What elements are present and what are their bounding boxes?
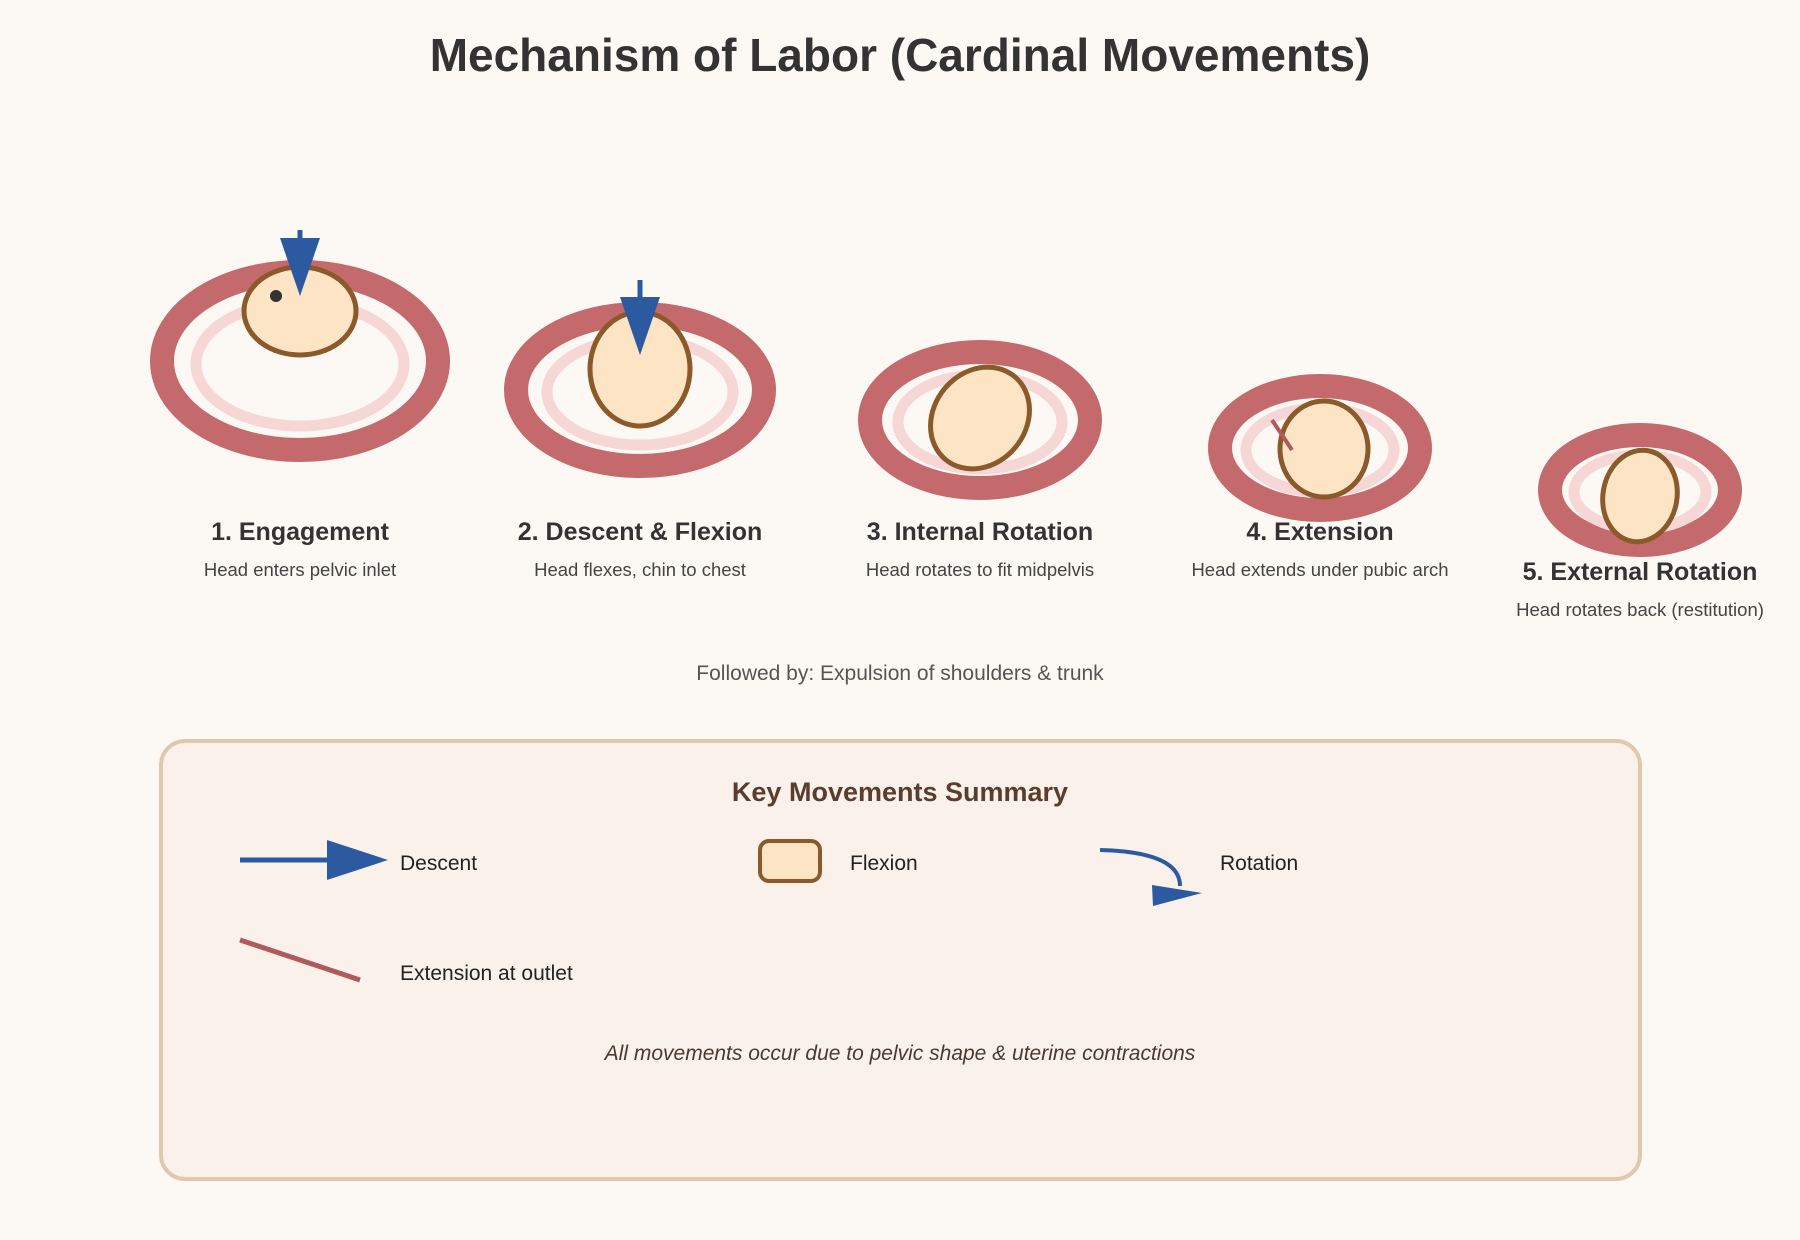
curved-arrow-icon	[1099, 848, 1202, 906]
fetal-head	[1600, 447, 1680, 545]
stage-description: Head enters pelvic inlet	[204, 559, 396, 580]
legend-label: Descent	[400, 852, 477, 875]
legend-label: Flexion	[850, 852, 918, 875]
legend-label: Extension at outlet	[400, 962, 573, 985]
summary-footnote: All movements occur due to pelvic shape …	[603, 1042, 1196, 1065]
legend-item-flexion: Flexion	[758, 839, 918, 883]
extension-line-icon	[1270, 418, 1294, 452]
stage-internal-rotation: 3. Internal Rotation Head rotates to fit…	[858, 340, 1102, 580]
pelvis-outer-ring	[858, 340, 1102, 500]
stage-label: 2. Descent & Flexion	[518, 518, 763, 546]
diagonal-line-icon	[239, 937, 361, 983]
fetal-head	[928, 364, 1032, 472]
rounded-square-icon	[758, 839, 822, 883]
stage-description: Head rotates to fit midpelvis	[866, 559, 1094, 580]
descent-arrow-icon	[620, 280, 660, 355]
stage-description: Head flexes, chin to chest	[534, 559, 746, 580]
stage-extension: 4. Extension Head extends under pubic ar…	[1191, 374, 1449, 580]
descent-arrow-icon	[280, 230, 320, 296]
stage-label: 5. External Rotation	[1523, 558, 1758, 586]
stage-engagement: 1. Engagement Head enters pelvic inlet	[150, 230, 450, 580]
legend-item-rotation: Rotation	[1099, 848, 1298, 906]
stage-description: Head extends under pubic arch	[1191, 559, 1448, 580]
followed-by-note: Followed by: Expulsion of shoulders & tr…	[696, 662, 1104, 685]
stage-descent-flexion: 2. Descent & Flexion Head flexes, chin t…	[504, 280, 776, 580]
fontanelle-dot	[270, 290, 282, 302]
summary-box	[159, 739, 1642, 1181]
stage-external-rotation: 5. External Rotation Head rotates back (…	[1516, 423, 1764, 620]
page-title: Mechanism of Labor (Cardinal Movements)	[430, 29, 1371, 81]
fetal-head	[1277, 398, 1371, 500]
arrow-right-icon	[240, 840, 388, 880]
stage-description: Head rotates back (restitution)	[1516, 599, 1764, 620]
legend-item-descent: Descent	[240, 840, 477, 880]
stage-label: 4. Extension	[1246, 518, 1393, 546]
pelvis-outer-ring	[1208, 374, 1432, 522]
legend-item-extension: Extension at outlet	[239, 937, 573, 985]
key-movements-summary: Key Movements Summary Descent Flexion Ro…	[159, 739, 1642, 1181]
stage-label: 1. Engagement	[211, 518, 389, 546]
stage-label: 3. Internal Rotation	[867, 518, 1093, 546]
summary-title: Key Movements Summary	[732, 777, 1068, 807]
legend-label: Rotation	[1220, 852, 1298, 875]
pelvis-outer-ring	[1538, 423, 1742, 557]
